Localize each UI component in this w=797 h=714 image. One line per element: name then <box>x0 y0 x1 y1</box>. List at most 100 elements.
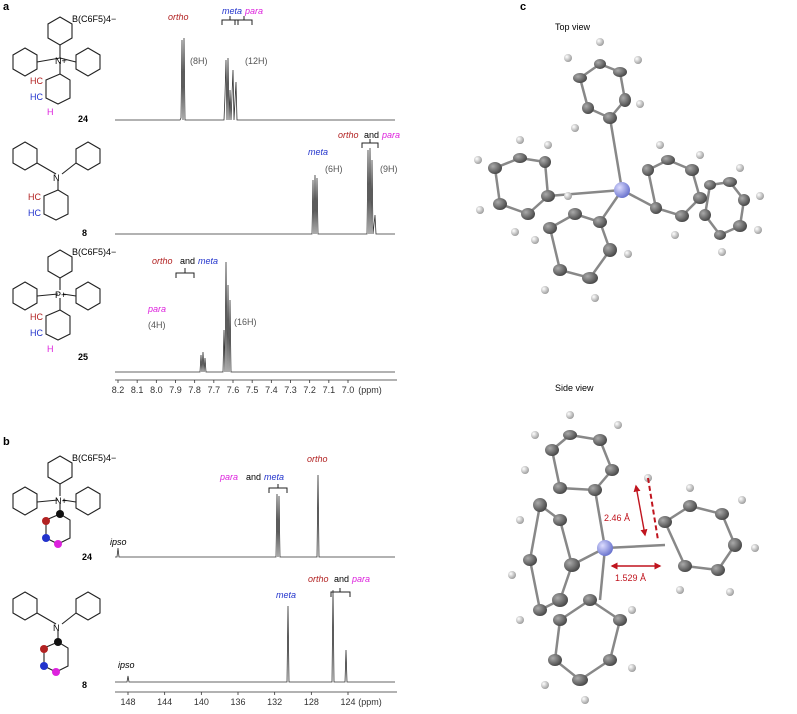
distance-label-2: 1.529 Å <box>615 573 646 583</box>
spectrum-8-h1 <box>115 147 395 235</box>
side-view-label: Side view <box>555 383 594 393</box>
h1-25-and: and <box>180 256 195 266</box>
panel-label-a: a <box>3 1 10 13</box>
c13-24-ortho: ortho <box>307 454 328 464</box>
h1-25-meta: meta <box>198 256 218 266</box>
axis-tick-label: 124 <box>340 697 355 707</box>
ortho-dot-24 <box>42 517 50 525</box>
meta-dot-8 <box>40 662 48 670</box>
h1-24-para: para <box>244 6 263 16</box>
axis-tick-label: 140 <box>194 697 209 707</box>
side-view-molecule <box>508 411 759 704</box>
structure-24-a <box>12 16 101 105</box>
bracket-24-para <box>234 16 253 25</box>
c13-24-ipso: ipso <box>110 537 127 547</box>
n-atom-top <box>614 182 630 198</box>
h1-25-int2: (16H) <box>234 317 257 327</box>
c13-8-meta: meta <box>276 590 296 600</box>
h1-8-int2: (9H) <box>380 164 398 174</box>
n-plus-24: N+ <box>55 56 67 66</box>
label-8-a: 8 <box>82 228 87 238</box>
label-25-a: 25 <box>78 352 88 362</box>
top-view-label: Top view <box>555 22 591 32</box>
h1-25-ortho: ortho <box>152 256 173 266</box>
bracket-25 <box>175 268 195 278</box>
axis-tick-label: 7.6 <box>227 385 240 395</box>
counterion-25: B(C6F5)4− <box>72 247 116 257</box>
axis-tick-label: 7.7 <box>208 385 221 395</box>
axis-tick-label: (ppm) <box>358 385 382 395</box>
h1-spectra <box>115 37 397 381</box>
hc-ortho-25: HC <box>30 312 43 322</box>
spectrum-25-h1 <box>115 261 395 373</box>
meta-dot-24 <box>42 534 50 542</box>
c13-24-meta: meta <box>264 472 284 482</box>
hc-meta-24: HC <box>30 92 43 102</box>
bracket-8 <box>361 139 379 148</box>
counterion-24: B(C6F5)4− <box>72 14 116 24</box>
n-8-b: N <box>53 623 60 633</box>
axis-tick-label: 8.0 <box>150 385 163 395</box>
bracket-c13-24 <box>268 484 288 493</box>
panel-label-c: c <box>520 1 526 13</box>
label-24-a: 24 <box>78 114 88 124</box>
dashed-contact <box>647 477 659 541</box>
label-8-b: 8 <box>82 680 87 690</box>
h1-8-meta: meta <box>308 147 328 157</box>
counterion-24-b: B(C6F5)4− <box>72 453 116 463</box>
axis-tick-label: 7.0 <box>342 385 355 395</box>
c13-spectra <box>115 474 397 693</box>
hc-meta-8: HC <box>28 208 41 218</box>
c13-8-ortho: ortho <box>308 574 329 584</box>
h1-8-para: para <box>381 130 400 140</box>
axis-tick-label: 132 <box>267 697 282 707</box>
h1-24-ortho: ortho <box>168 12 189 22</box>
structure-25-a <box>12 249 101 341</box>
h1-25-para: para <box>147 304 166 314</box>
bracket-c13-8 <box>330 588 351 597</box>
h1-24-int1: (8H) <box>190 56 208 66</box>
h-para-24: H <box>47 107 54 117</box>
axis-tick-label: 128 <box>304 697 319 707</box>
para-dot-24 <box>54 540 62 548</box>
top-view-molecule <box>474 38 764 302</box>
spectrum-8-c13 <box>115 589 395 683</box>
axis-tick-label: 7.1 <box>323 385 336 395</box>
axis-tick-label: 136 <box>230 697 245 707</box>
ipso-dot-24 <box>56 510 64 518</box>
n-atom-side <box>597 540 613 556</box>
axis-tick-label: 148 <box>120 697 135 707</box>
h1-8-ortho: ortho <box>338 130 359 140</box>
c13-8-and: and <box>334 574 349 584</box>
distance-label-1: 2.46 Å <box>604 513 630 523</box>
axis-tick-label: 8.1 <box>131 385 144 395</box>
ipso-dot-8 <box>54 638 62 646</box>
para-dot-8 <box>52 668 60 676</box>
panel-label-b: b <box>3 436 10 448</box>
n-8-a: N <box>53 173 60 183</box>
h1-24-meta: meta <box>222 6 242 16</box>
hc-ortho-8: HC <box>28 192 41 202</box>
h1-24-int2: (12H) <box>245 56 268 66</box>
h-para-25: H <box>47 344 54 354</box>
label-24-b: 24 <box>82 552 92 562</box>
distance-arrow-1 <box>633 484 648 537</box>
c13-8-para: para <box>351 574 370 584</box>
axis-tick-label: 7.2 <box>303 385 316 395</box>
axis-tick-label: 7.5 <box>246 385 259 395</box>
c13-24-and: and <box>246 472 261 482</box>
h1-8-int1: (6H) <box>325 164 343 174</box>
ortho-dot-8 <box>40 645 48 653</box>
axis-tick-label: 8.2 <box>112 385 125 395</box>
c13-24-para: para <box>219 472 238 482</box>
hc-meta-25: HC <box>30 328 43 338</box>
h1-8-and: and <box>364 130 379 140</box>
axis-tick-label: 7.4 <box>265 385 278 395</box>
n-plus-24-b: N+ <box>55 496 67 506</box>
bracket-24-meta <box>221 16 239 25</box>
p-plus-25: P+ <box>55 290 66 300</box>
axis-tick-label: 7.3 <box>284 385 297 395</box>
